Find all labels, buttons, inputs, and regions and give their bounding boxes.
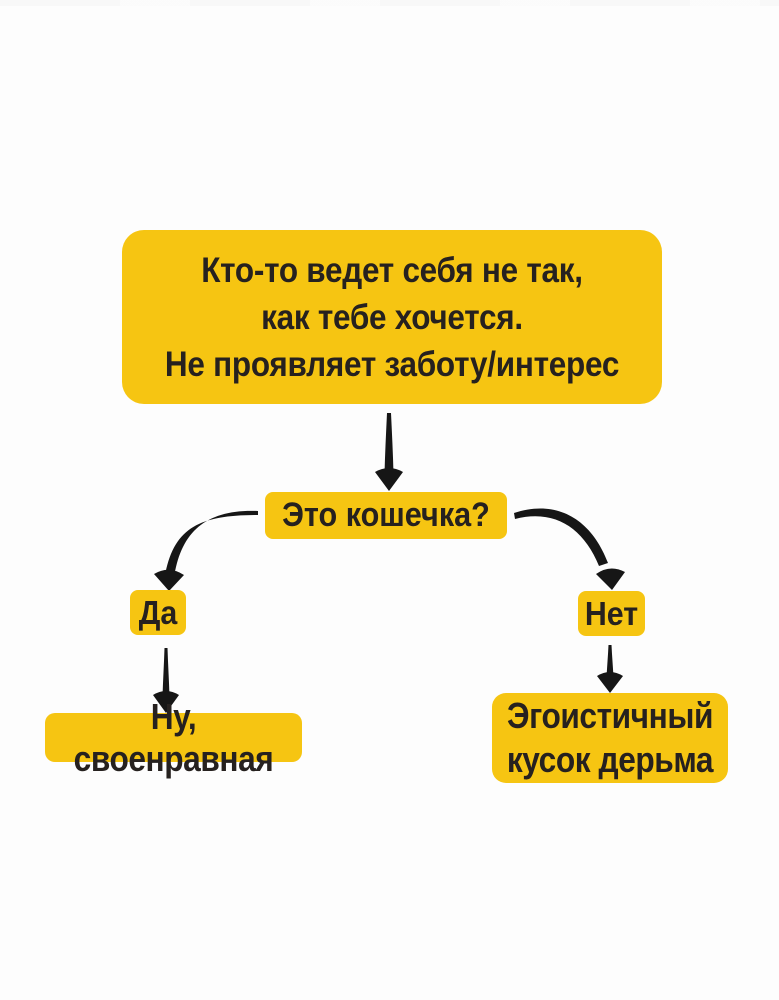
yes-node: Да (130, 590, 186, 635)
arrow-start-to-question-icon (375, 413, 403, 491)
result-yes-node: Ну, своенравная (45, 696, 302, 779)
top-edge-artifact (0, 0, 779, 6)
question-node-text: Это кошечка? (282, 496, 490, 534)
arrow-question-to-no-icon (514, 508, 625, 590)
question-node: Это кошечка? (265, 492, 507, 539)
arrow-no-to-result-icon (597, 645, 623, 693)
result-no-node-text: Эгоистичный кусок дерьма (506, 694, 714, 782)
result-yes-node-text: Ну, своенравная (73, 695, 274, 779)
start-line-3: Не проявляет заботу/интерес (164, 344, 620, 384)
result-no-line-2: кусок дерьма (506, 739, 714, 780)
no-node: Нет (578, 591, 645, 636)
no-node-text: Нет (584, 594, 639, 632)
yes-node-text: Да (138, 593, 178, 631)
result-no-line-1: Эгоистичный (507, 695, 713, 736)
start-line-2: как тебе хочется. (261, 297, 523, 337)
result-no-node: Эгоистичный кусок дерьма (492, 693, 728, 783)
start-line-1: Кто-то ведет себя не так, (201, 250, 583, 290)
start-node: Кто-то ведет себя не так, как тебе хочет… (122, 230, 662, 404)
arrow-question-to-yes-icon (154, 510, 258, 591)
start-node-text: Кто-то ведет себя не так, как тебе хочет… (149, 247, 635, 388)
